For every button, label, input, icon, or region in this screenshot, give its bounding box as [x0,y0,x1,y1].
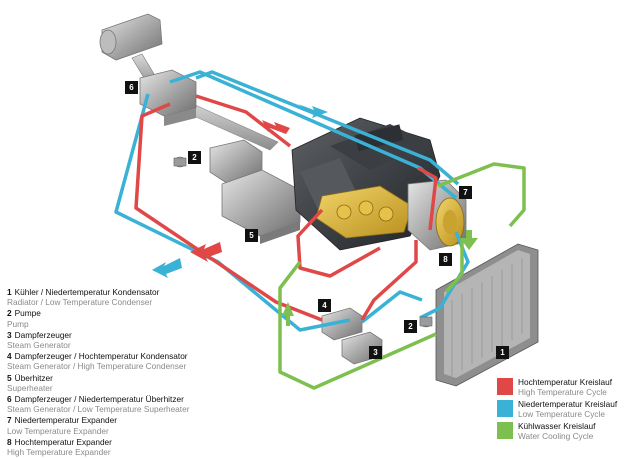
engine-block [291,117,441,251]
pump-right [419,316,433,328]
cycle-legend-low-temp: Niedertemperatur Kreislauf Low Temperatu… [497,400,637,419]
component-label-8: 8 [439,253,452,266]
component-label-6: 6 [125,81,138,94]
high-temperature-cycle-lines [134,94,438,322]
component-label-4: 4 [318,299,331,312]
swatch-blue [497,400,513,418]
component-label-2: 2 [188,151,201,164]
expander-unit [407,179,467,251]
component-label-7: 7 [459,186,472,199]
component-label-5: 5 [245,229,258,242]
water-cooling-cycle-lines [278,162,526,390]
cycle-legend: Hochtemperatur Kreislauf High Temperatur… [497,377,637,445]
swatch-green [497,422,513,440]
cycle-legend-high-temp: Hochtemperatur Kreislauf High Temperatur… [497,377,637,397]
pump-left [173,156,187,168]
condenser-box-4 [321,307,363,341]
steam-generator-low-temp-superheater [139,69,197,126]
component-label-2-secondary: 2 [404,320,417,333]
component-label-1: 1 [496,346,509,359]
component-label-3: 3 [369,346,382,359]
swatch-red [497,378,513,395]
flow-arrows [152,104,478,326]
superheater-unit [221,169,301,244]
cycle-legend-water-cooling: Kühlwasser Kreislauf Water Cooling Cycle [497,422,637,441]
